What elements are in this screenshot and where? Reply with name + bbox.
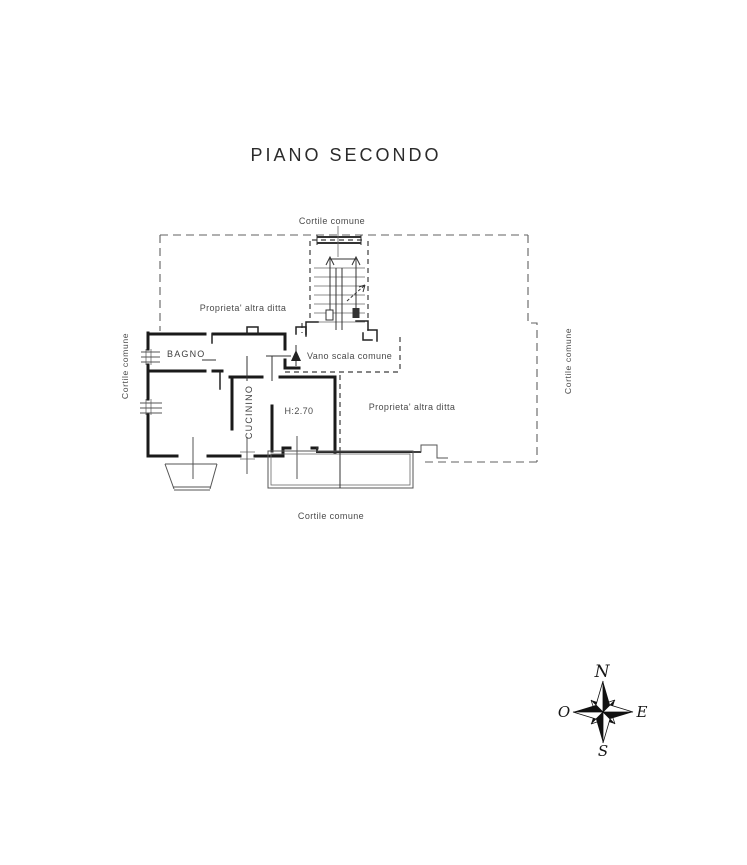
label-courtyard-top: Cortile comune	[299, 216, 365, 226]
compass-rose-icon: N S E O	[558, 662, 648, 760]
label-ceiling-height: H:2.70	[285, 406, 314, 416]
label-other-property-upper: Proprieta' altra ditta	[200, 303, 287, 313]
stair-window	[316, 226, 362, 257]
entrance-door-marker-icon	[266, 345, 301, 366]
window-marks	[140, 349, 298, 479]
label-kitchenette: CUCININO	[244, 385, 254, 439]
page-title: PIANO SECONDO	[250, 145, 441, 165]
stairwell-common-area-boundary	[285, 337, 401, 451]
compass-north-letter: N	[594, 662, 611, 682]
balcony-trapezoid	[164, 463, 218, 491]
label-courtyard-bottom: Cortile comune	[298, 511, 364, 521]
stair-direction-arrow-icon	[325, 255, 366, 321]
compass-west-letter: O	[558, 703, 570, 721]
label-bathroom: BAGNO	[167, 349, 206, 359]
staircase	[301, 226, 378, 342]
label-other-property-right: Proprieta' altra ditta	[369, 402, 456, 412]
compass-east-letter: E	[636, 703, 648, 721]
apartment-walls	[146, 326, 421, 458]
label-stairwell: Vano scala comune	[307, 351, 392, 361]
balcony-main	[267, 450, 414, 489]
label-courtyard-left: Cortile comune	[120, 333, 130, 399]
neighbor-wall-bracket	[413, 444, 448, 459]
compass-south-letter: S	[598, 742, 608, 760]
label-courtyard-right: Cortile comune	[563, 328, 573, 394]
property-boundary-dashed	[159, 234, 538, 463]
stair-treads	[314, 267, 365, 330]
